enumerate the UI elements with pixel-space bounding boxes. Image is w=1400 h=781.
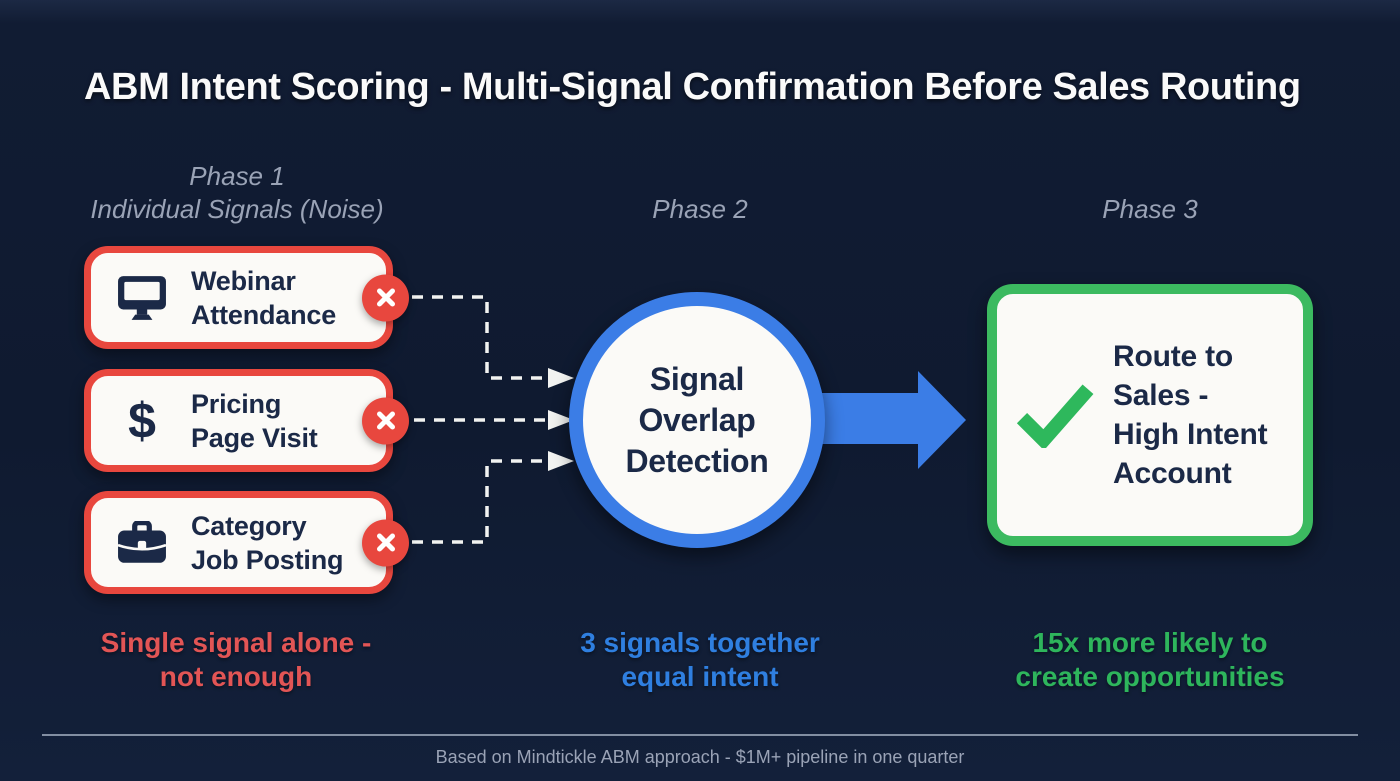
dollar-glyph: $ bbox=[128, 392, 156, 449]
footer-attribution: Based on Mindtickle ABM approach - $1M+ … bbox=[435, 747, 965, 767]
x-circle-icon bbox=[362, 519, 409, 566]
phase2-label: Phase 2 bbox=[652, 194, 748, 224]
signal-card-pricing-page-visit: $ Pricing Page Visit bbox=[84, 369, 409, 472]
caption-phase2: 3 signals together equal intent bbox=[580, 627, 820, 692]
outcome-label: Route to Sales - High Intent Account bbox=[1113, 340, 1268, 490]
signal-overlap-detector: Signal Overlap Detection bbox=[569, 292, 825, 548]
caption-phase1: Single signal alone - not enough bbox=[100, 627, 372, 692]
arrow-right-icon bbox=[818, 371, 966, 469]
signal-label: Category Job Posting bbox=[191, 510, 344, 575]
footer-divider bbox=[42, 734, 1358, 736]
signal-card-webinar-attendance: Webinar Attendance bbox=[84, 246, 409, 349]
signal-label: Webinar Attendance bbox=[191, 265, 337, 330]
dashed-connector-bottom bbox=[412, 459, 548, 544]
outcome-card: Route to Sales - High Intent Account bbox=[987, 284, 1313, 546]
arrowhead-icon bbox=[548, 368, 574, 388]
page-title: ABM Intent Scoring - Multi-Signal Confir… bbox=[84, 66, 1301, 108]
checkmark-icon bbox=[1013, 382, 1097, 448]
phase3-label: Phase 3 bbox=[1102, 194, 1198, 224]
dashed-connector-top bbox=[412, 295, 548, 380]
x-circle-icon bbox=[362, 397, 409, 444]
signal-card-category-job-posting: Category Job Posting bbox=[84, 491, 409, 594]
arrowhead-icon bbox=[548, 451, 574, 471]
x-circle-icon bbox=[362, 274, 409, 321]
dollar-icon: $ bbox=[113, 396, 171, 446]
caption-phase3: 15x more likely to create opportunities bbox=[1015, 627, 1285, 692]
briefcase-icon bbox=[113, 520, 171, 565]
detector-label: Signal Overlap Detection bbox=[625, 360, 769, 479]
monitor-icon bbox=[113, 275, 171, 320]
signal-label: Pricing Page Visit bbox=[191, 388, 318, 453]
phase1-label: Phase 1 Individual Signals (Noise) bbox=[90, 161, 384, 224]
